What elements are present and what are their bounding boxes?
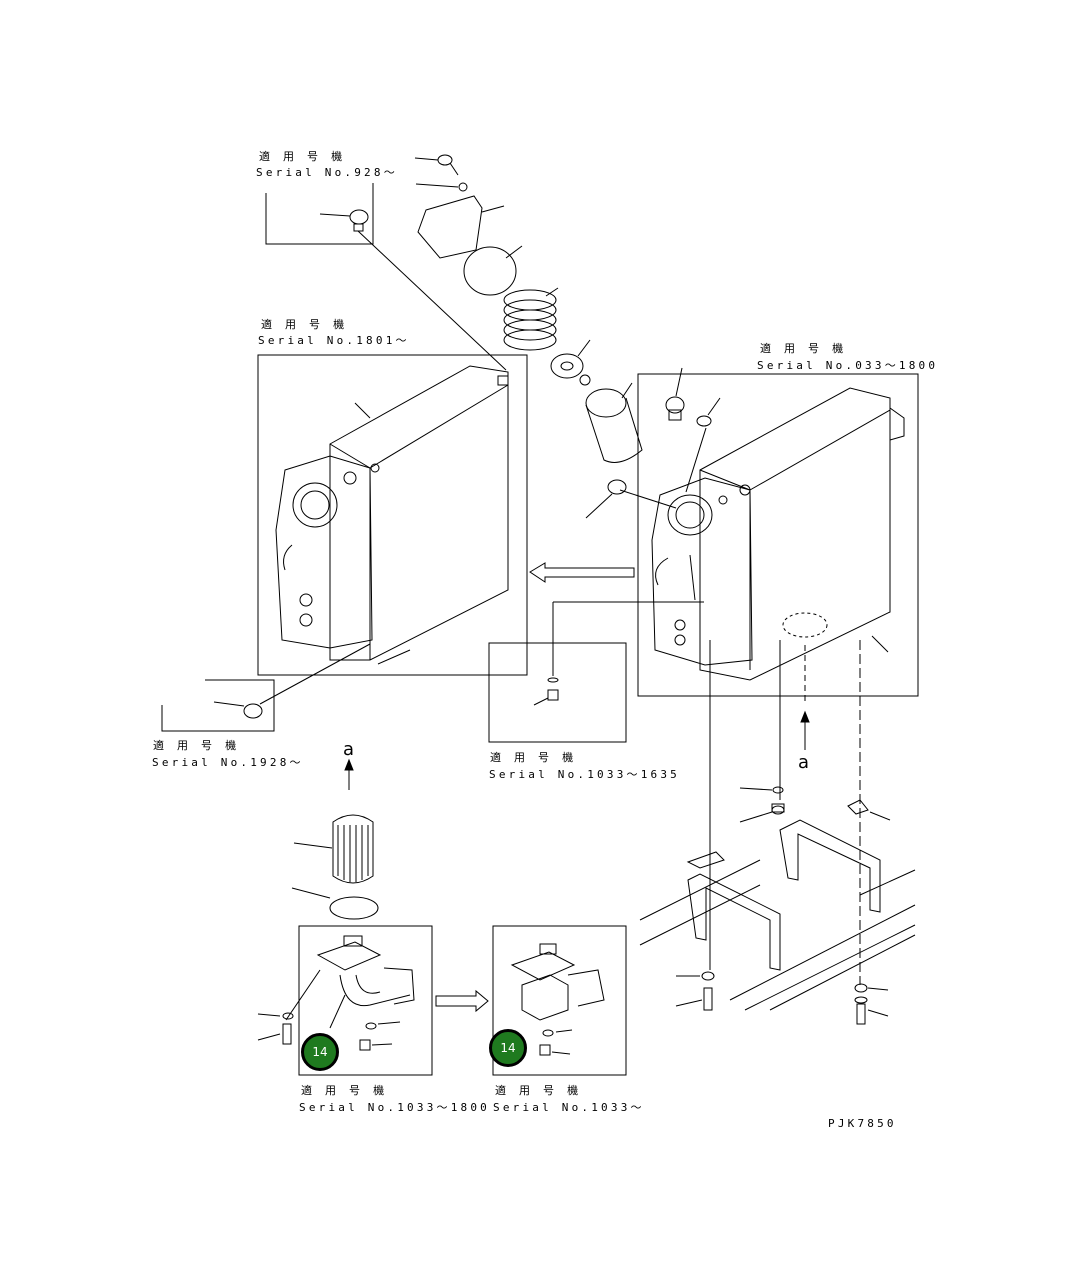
serial-top-jp: 適 用 号 機	[259, 150, 346, 163]
frame-bolts	[675, 786, 891, 1025]
callout-badge-left[interactable]: 14	[301, 1033, 339, 1071]
serial-small-left-jp: 適 用 号 機	[153, 739, 240, 752]
serial-bottom-left-jp: 適 用 号 機	[301, 1084, 388, 1097]
hollow-arrow	[435, 989, 489, 1013]
serial-left-number: Serial No.1801～	[258, 334, 410, 347]
bolt-left	[257, 1012, 294, 1045]
frame-bracket	[639, 640, 916, 1011]
breather-detail-box	[265, 183, 507, 371]
suction-detail-box-right	[492, 925, 627, 1076]
serial-right-jp: 適 用 号 機	[760, 342, 847, 355]
strainer-parts	[291, 814, 379, 920]
serial-right-number: Serial No.033～1800	[757, 359, 939, 372]
callout-badge-right[interactable]: 14	[489, 1029, 527, 1067]
serial-bottom-left-number: Serial No.1033～1800	[299, 1101, 491, 1114]
serial-top-number: Serial No.928～	[256, 166, 398, 179]
plug-detail-box	[488, 642, 627, 743]
suction-detail-box-left	[285, 925, 433, 1076]
view-marker-a: a	[343, 739, 355, 760]
view-marker-a-right: a	[798, 752, 810, 773]
direction-arrow	[529, 562, 635, 583]
serial-center-number: Serial No.1033～1635	[489, 768, 681, 781]
serial-small-left-number: Serial No.1928～	[152, 756, 304, 769]
drawing-code: PJK7850	[828, 1117, 897, 1130]
drain-detail-box	[161, 643, 371, 732]
serial-bottom-right-jp: 適 用 号 機	[495, 1084, 582, 1097]
left-tank-box	[257, 354, 528, 676]
serial-bottom-right-number: Serial No.1033～	[493, 1101, 645, 1114]
view-arrows	[344, 645, 810, 790]
serial-center-jp: 適 用 号 機	[490, 751, 577, 764]
exploded-filter-parts	[414, 154, 721, 519]
serial-left-jp: 適 用 号 機	[261, 318, 348, 331]
right-tank-box	[552, 373, 919, 697]
